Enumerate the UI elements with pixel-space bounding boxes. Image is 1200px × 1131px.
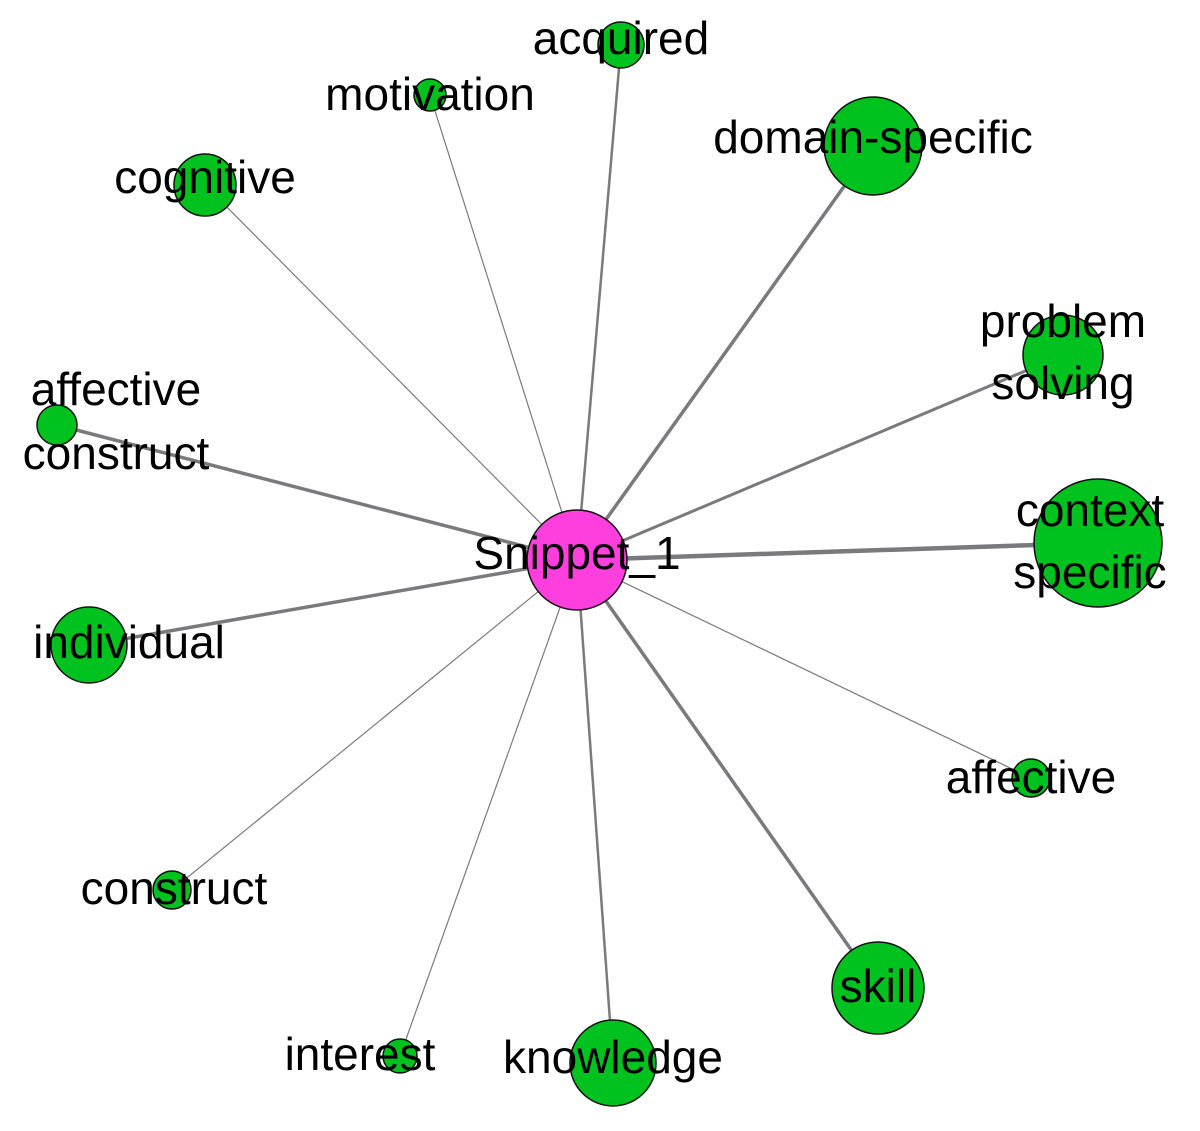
node-label-skill: skill	[840, 960, 917, 1012]
node-affective[interactable]	[1011, 758, 1051, 798]
nodes-layer	[36, 21, 1163, 1107]
node-label-affective-construct-2: construct	[23, 427, 210, 479]
node-label-context-specific-2: specific	[1013, 546, 1166, 598]
node-label-cognitive: cognitive	[114, 151, 296, 203]
node-label-problem-solving-1: problem	[980, 295, 1146, 347]
node-label-affective-construct-1: affective	[31, 363, 201, 415]
edge-motivation	[429, 94, 578, 561]
edge-cognitive	[204, 184, 578, 561]
node-label-domain-specific: domain-specific	[713, 111, 1033, 163]
node-label-context-specific-1: context	[1016, 484, 1165, 536]
node-domain-specific[interactable]	[823, 96, 923, 196]
node-label-affective: affective	[946, 751, 1116, 803]
node-label-individual: individual	[33, 616, 225, 668]
node-label-snippet_1: Snippet_1	[473, 527, 680, 579]
edges-layer	[56, 44, 1099, 1064]
node-label-acquired: acquired	[533, 12, 709, 64]
node-snippet_1[interactable]	[526, 509, 628, 611]
edge-interest	[399, 559, 578, 1057]
edge-domain-specific	[575, 144, 875, 562]
edge-individual	[88, 558, 578, 647]
edge-affective-construct	[56, 423, 578, 562]
edge-problem-solving	[576, 353, 1064, 562]
edge-construct	[171, 559, 578, 891]
node-construct[interactable]	[152, 870, 192, 910]
node-individual[interactable]	[50, 606, 128, 684]
edge-affective	[576, 559, 1032, 779]
edge-acquired	[575, 44, 623, 561]
node-label-problem-solving-2: solving	[991, 357, 1134, 409]
edge-skill	[575, 558, 880, 990]
node-affective-construct[interactable]	[36, 404, 78, 446]
node-interest[interactable]	[382, 1038, 418, 1074]
node-label-interest: interest	[285, 1028, 436, 1080]
edge-knowledge	[575, 559, 615, 1064]
node-label-construct: construct	[81, 862, 268, 914]
node-acquired[interactable]	[597, 21, 645, 69]
node-knowledge[interactable]	[569, 1019, 657, 1107]
node-motivation[interactable]	[413, 78, 447, 112]
node-context-specific[interactable]	[1033, 478, 1163, 608]
edge-context-specific	[576, 540, 1099, 563]
node-label-knowledge: knowledge	[503, 1031, 723, 1083]
node-skill[interactable]	[831, 941, 925, 1035]
node-problem-solving[interactable]	[1022, 314, 1104, 396]
node-cognitive[interactable]	[173, 153, 237, 217]
node-label-motivation: motivation	[325, 68, 535, 120]
